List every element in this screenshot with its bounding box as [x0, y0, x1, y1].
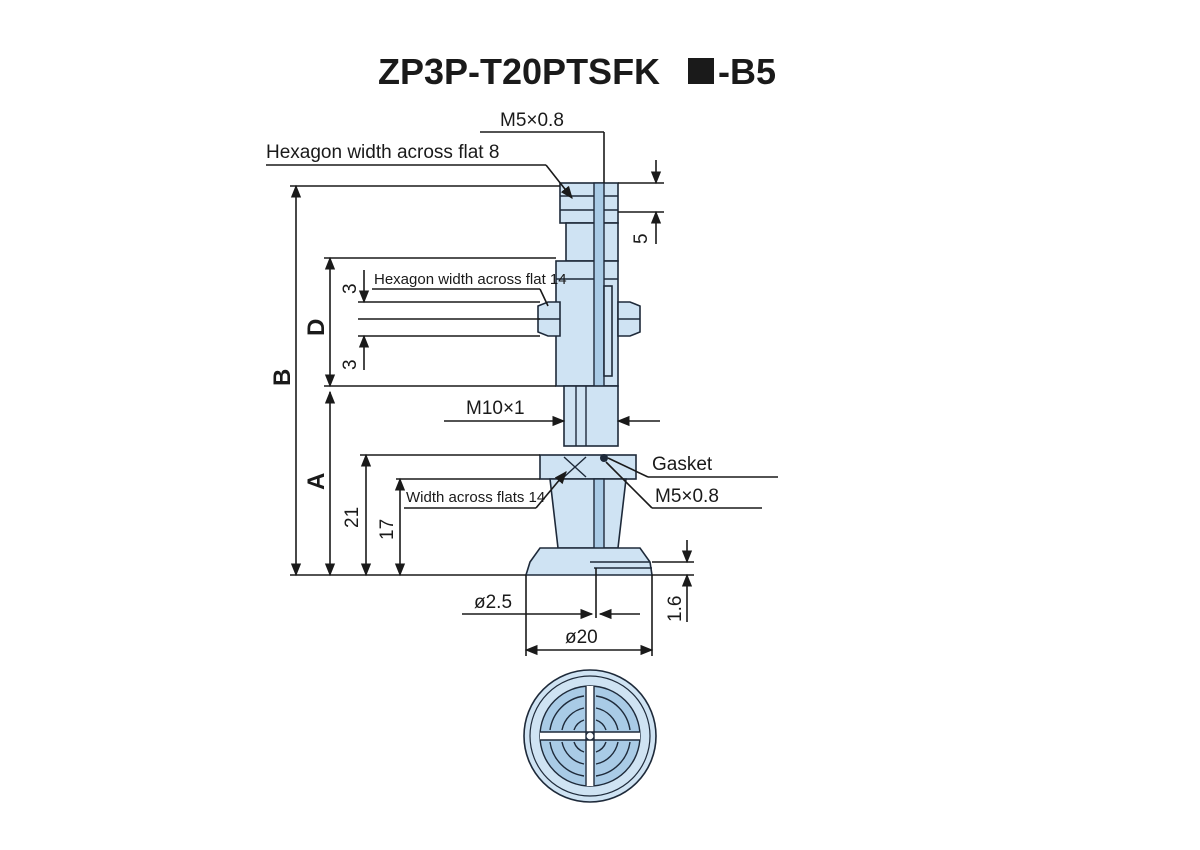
dim-21: 21: [342, 453, 540, 577]
leader-width-flats: Width across flats 14: [404, 471, 567, 509]
suction-pad-body: [524, 182, 653, 576]
label-dim-3-upper: 3: [340, 283, 361, 294]
label-dim-B: B: [269, 369, 296, 386]
gasket-dot: [600, 454, 608, 462]
leader-hex-top: Hexagon width across flat 8: [266, 142, 573, 200]
title-placeholder-box: [688, 58, 714, 84]
dim-dia-small: ø2.5: [462, 568, 640, 620]
label-dim-D: D: [303, 319, 330, 336]
dim-1-6: 1.6: [652, 540, 694, 622]
top-hex-nut: [559, 182, 619, 224]
dim-dia-big: ø20: [524, 575, 654, 656]
dim-top-thread: M5×0.8: [480, 110, 605, 183]
title-group: ZP3P-T20PTSFK -B5: [378, 51, 776, 92]
lower-body: [549, 478, 627, 549]
label-width-flats: Width across flats 14: [406, 489, 545, 506]
label-dia-big: ø20: [565, 627, 598, 648]
label-side-thread: M5×0.8: [655, 486, 719, 507]
dim-A: A: [303, 390, 336, 577]
side-stem: [603, 285, 613, 377]
label-dim-3-lower: 3: [340, 359, 361, 370]
dim-5: 5: [618, 160, 664, 244]
thread-section: [563, 385, 619, 447]
label-top-thread: M5×0.8: [500, 110, 564, 131]
label-dim-21: 21: [342, 507, 363, 528]
dim-17: 17: [377, 477, 540, 577]
label-hex-top: Hexagon width across flat 8: [266, 142, 499, 163]
upper-shaft: [565, 222, 619, 262]
label-dia-small: ø2.5: [474, 592, 512, 613]
adapter-flats-block: [539, 454, 637, 480]
label-dim-A: A: [303, 473, 330, 490]
leader-side-thread: M5×0.8: [605, 461, 762, 509]
title-prefix: ZP3P-T20PTSFK: [378, 51, 660, 92]
title-suffix: -B5: [718, 51, 776, 92]
leader-hex-mid: Hexagon width across flat 14: [372, 271, 567, 307]
leader-gasket: Gasket: [607, 454, 778, 478]
label-dim-1-6: 1.6: [665, 596, 686, 622]
label-gasket: Gasket: [652, 454, 713, 475]
label-hex-mid: Hexagon width across flat 14: [374, 271, 567, 288]
lower-bore: [593, 478, 605, 555]
label-dim-5: 5: [631, 233, 652, 244]
label-m10: M10×1: [466, 398, 525, 419]
dim-D: D: [303, 256, 556, 388]
center-hole: [585, 731, 595, 741]
dim-m10: M10×1: [444, 398, 660, 427]
label-dim-17: 17: [377, 519, 398, 540]
dim-3-pair: 3 3: [340, 270, 540, 370]
dim-B: B: [269, 184, 560, 577]
bottom-view: [523, 669, 657, 803]
